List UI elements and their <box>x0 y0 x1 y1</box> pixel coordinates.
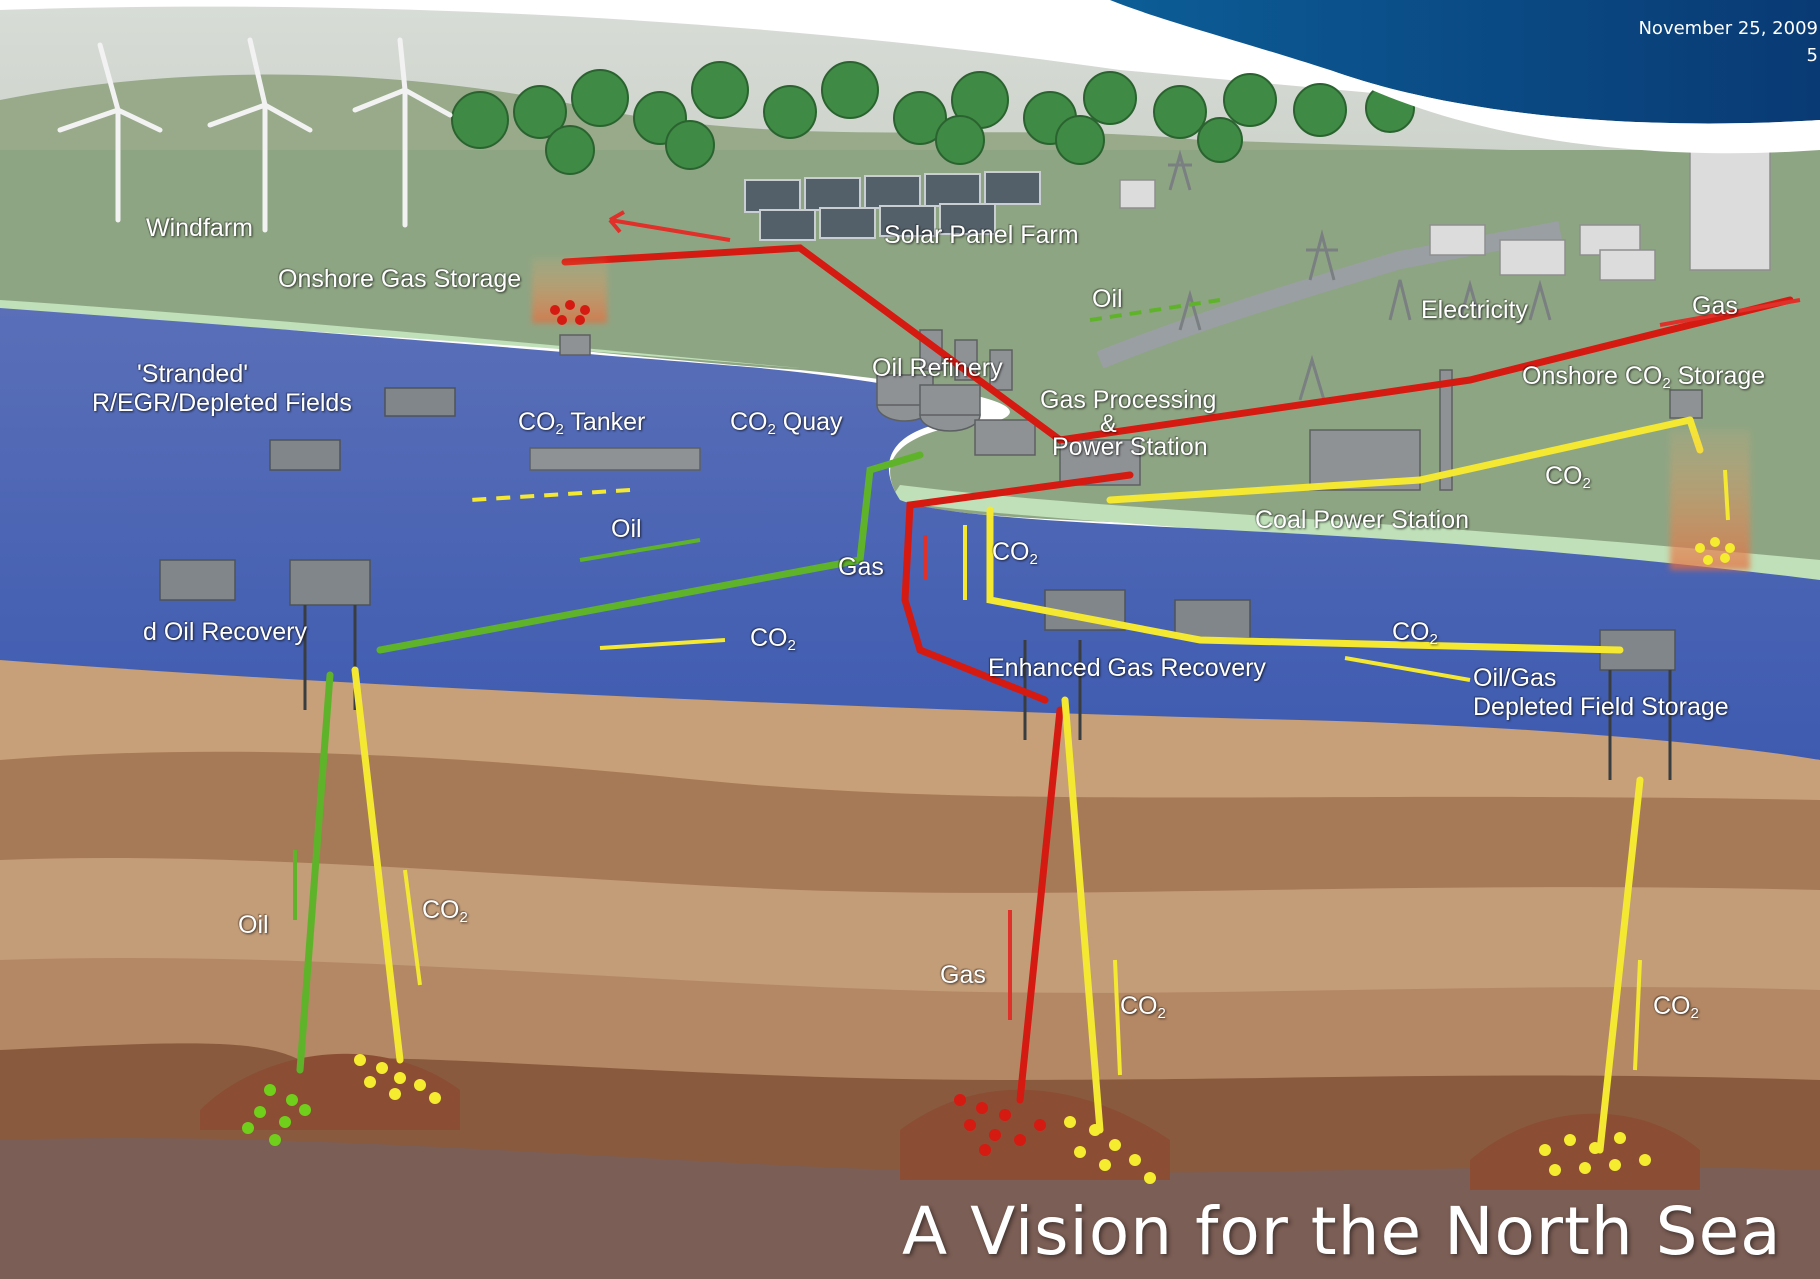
label-windfarm: Windfarm <box>146 214 253 242</box>
gas-pipes <box>561 244 1794 1104</box>
label-stranded: 'Stranded' <box>137 360 249 388</box>
label-gas-onshore: Gas <box>1692 292 1738 320</box>
label-solar-panel-farm: Solar Panel Farm <box>884 221 1079 249</box>
label-oil-refinery: Oil Refinery <box>872 354 1003 382</box>
label-co2-subsurface-left: CO2 <box>422 896 468 926</box>
label-oil-subsurface: Oil <box>238 911 269 939</box>
header-date: November 25, 2009 <box>1638 18 1818 39</box>
label-gas-subsurface: Gas <box>940 961 986 989</box>
top-band-edge <box>1330 70 1820 154</box>
label-ampersand: & <box>1100 410 1117 438</box>
wind-turbines <box>57 37 453 233</box>
oil-pipes <box>296 451 924 1074</box>
road <box>1096 221 1562 369</box>
platforms <box>159 387 1676 671</box>
refinery <box>529 329 1703 491</box>
reservoir-dots <box>242 300 1735 1184</box>
label-oil-onshore: Oil <box>1092 285 1123 313</box>
label-co2-east: CO2 <box>1392 618 1438 648</box>
flow-arrows <box>293 210 1801 1076</box>
label-gas-sea: Gas <box>838 553 884 581</box>
top-band <box>1110 0 1820 124</box>
label-oil-gas: Oil/Gas <box>1473 664 1557 692</box>
onshore-gas-glow <box>532 258 607 323</box>
reservoir-center <box>900 1089 1170 1180</box>
label-co2-subsurface-center: CO2 <box>1120 992 1166 1022</box>
label-electricity: Electricity <box>1421 296 1528 324</box>
label-co2-onshore-right: CO2 <box>1545 462 1591 492</box>
label-gas-processing: Gas Processing <box>1040 386 1217 414</box>
label-co2-coast: CO2 <box>992 538 1038 568</box>
label-oil-recovery: d Oil Recovery <box>143 618 307 646</box>
label-co2-quay: CO2 Quay <box>730 408 843 438</box>
label-egr-depleted-fields: R/EGR/Depleted Fields <box>92 389 352 417</box>
tree-line <box>451 61 1415 175</box>
pylons <box>1168 149 1552 401</box>
label-coal-power-station: Coal Power Station <box>1255 506 1470 534</box>
label-enhanced-gas-recovery: Enhanced Gas Recovery <box>988 654 1266 682</box>
label-co2-mid: CO2 <box>750 624 796 654</box>
label-power-station: Power Station <box>1052 433 1208 461</box>
label-onshore-co2-storage: Onshore CO2 Storage <box>1522 362 1766 392</box>
buildings <box>1119 149 1771 281</box>
platform-legs <box>303 605 1672 780</box>
label-oil-sea: Oil <box>611 515 642 543</box>
label-co2-subsurface-right: CO2 <box>1653 992 1699 1022</box>
stratum-6 <box>0 1137 1820 1279</box>
solar-panels <box>744 171 1041 241</box>
header-page-number: 5 <box>1806 45 1818 66</box>
label-co2-tanker: CO2 Tanker <box>518 408 646 438</box>
coast-strip <box>0 300 800 368</box>
label-onshore-gas-storage: Onshore Gas Storage <box>278 265 522 293</box>
slide-title: A Vision for the North Sea <box>902 1193 1782 1270</box>
label-depleted-field-storage: Depleted Field Storage <box>1473 693 1729 721</box>
onshore-co2-glow <box>1670 430 1750 570</box>
reservoir-right <box>1470 1113 1700 1190</box>
